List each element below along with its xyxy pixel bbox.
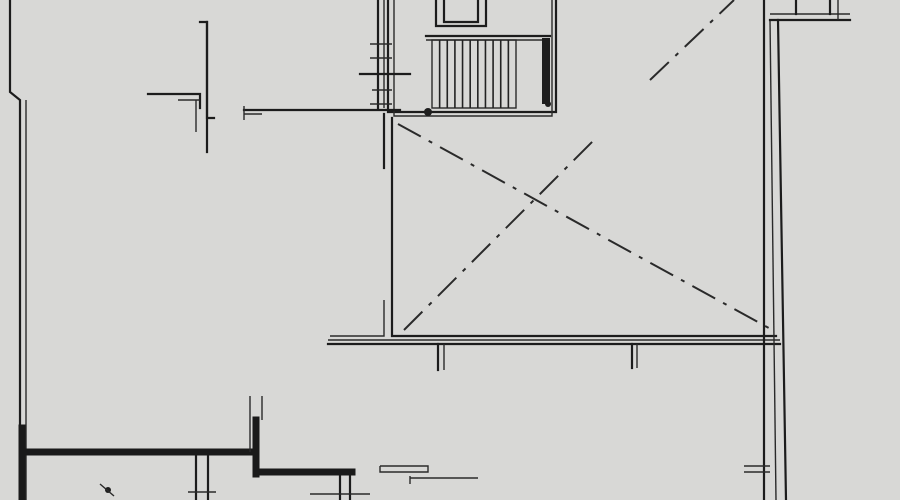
stair-handrail xyxy=(542,38,550,104)
partition-wall-upper-left xyxy=(146,20,216,154)
void-diagonal-2 xyxy=(403,137,597,331)
open-void-area xyxy=(330,0,778,338)
stair-core xyxy=(358,0,558,117)
corridor-wall xyxy=(242,106,402,120)
void-diagonal-1 xyxy=(397,123,777,333)
void-diagonal-3 xyxy=(649,0,735,81)
left-exterior-wall xyxy=(8,0,27,500)
lower-heavy-walls xyxy=(18,396,478,500)
stair-treads xyxy=(438,40,510,108)
mid-horizontal-wall xyxy=(326,339,782,372)
stair-flight xyxy=(431,39,517,109)
right-exterior-wall xyxy=(744,0,852,500)
